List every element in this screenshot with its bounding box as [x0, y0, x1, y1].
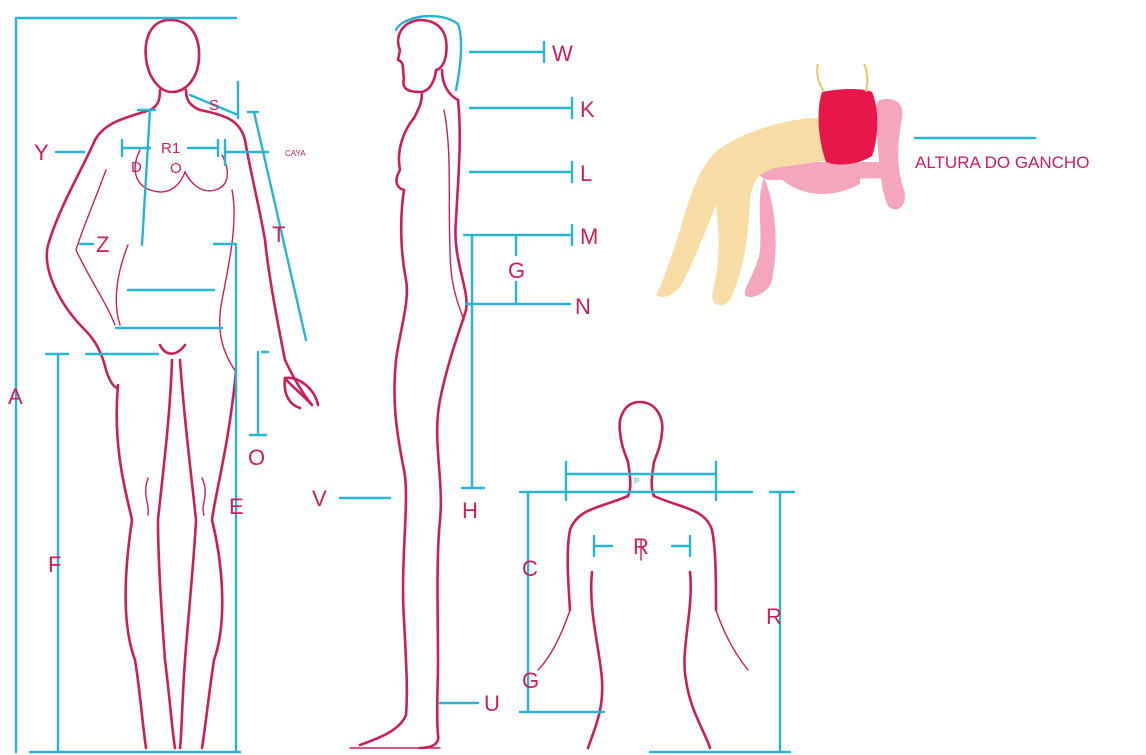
label-o: O — [248, 445, 265, 470]
label-s: S — [209, 97, 219, 114]
label-caya: CAYA — [285, 149, 306, 158]
front-right-leg — [202, 370, 236, 748]
side-arm — [444, 110, 464, 320]
side-figure: W K L M G N H V U — [312, 16, 598, 748]
front-waist-lines — [116, 290, 222, 328]
label-r1: R1 — [161, 140, 180, 157]
front-figure: A Y Z R1 D O S CAYA T E F O — [8, 18, 318, 752]
seated-legs — [656, 118, 830, 305]
front-a-line — [16, 18, 236, 752]
label-t: T — [272, 222, 285, 247]
label-y: Y — [34, 140, 49, 165]
side-front-profile — [360, 118, 414, 745]
front-left-leg — [117, 385, 146, 748]
label-v: V — [312, 486, 327, 511]
side-l-line — [470, 162, 572, 182]
back-head — [620, 402, 663, 496]
label-o-small: O — [170, 160, 182, 177]
front-crotch — [160, 345, 185, 354]
label-l: L — [580, 161, 592, 186]
side-m-line — [464, 225, 572, 245]
front-f-line — [46, 354, 158, 752]
front-waist-left — [116, 245, 128, 325]
front-right-leg-inner — [180, 360, 196, 748]
front-knees — [146, 478, 205, 515]
label-z: Z — [96, 232, 109, 257]
seated-shorts — [819, 89, 878, 164]
side-head — [398, 20, 447, 92]
front-left-leg-inner — [158, 360, 175, 748]
front-waist-right — [220, 190, 236, 372]
label-u: U — [484, 691, 500, 716]
chair-back — [876, 99, 905, 209]
label-r-outer: R — [766, 604, 782, 629]
side-w-line — [470, 42, 544, 62]
label-m: M — [580, 224, 598, 249]
side-head-cap — [396, 16, 461, 90]
side-k-line — [470, 98, 572, 118]
label-w: W — [552, 41, 573, 66]
front-head — [146, 20, 199, 92]
front-d-line — [142, 110, 150, 245]
label-r-inner: R — [633, 534, 649, 559]
label-e: E — [229, 494, 244, 519]
label-c: C — [522, 556, 538, 581]
seated-figure: ALTURA DO GANCHO — [656, 64, 1089, 305]
label-h: H — [462, 498, 478, 523]
back-arms — [538, 610, 748, 670]
side-back-profile — [420, 100, 467, 748]
label-g-side: G — [508, 258, 525, 283]
back-right-side — [684, 572, 710, 748]
gancho-label: ALTURA DO GANCHO — [915, 153, 1089, 172]
side-h-line — [462, 235, 484, 488]
label-p: P — [634, 477, 639, 486]
label-k: K — [580, 97, 595, 122]
label-d: D — [131, 159, 142, 176]
back-figure: P R C G R — [520, 402, 794, 752]
seated-straps — [817, 64, 867, 92]
label-n: N — [575, 294, 591, 319]
front-o-line — [250, 352, 268, 435]
chair-skirt — [780, 178, 860, 194]
label-g-back: G — [522, 668, 539, 693]
label-a: A — [8, 384, 23, 409]
label-f: F — [48, 552, 61, 577]
back-left-side — [588, 572, 602, 748]
